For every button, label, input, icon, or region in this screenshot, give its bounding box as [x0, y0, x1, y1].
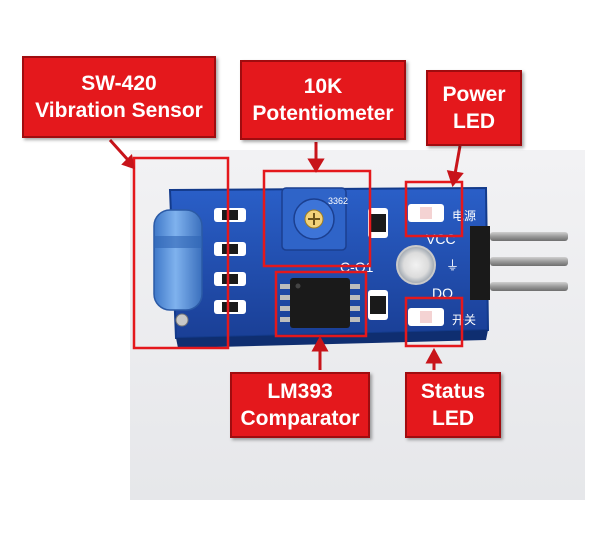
- power-led: [408, 204, 444, 222]
- callout-arrows: [108, 138, 464, 370]
- sw420-sensor: [153, 209, 203, 327]
- silk-vcc: VCC: [426, 231, 456, 247]
- box-status-led: [404, 296, 464, 348]
- label-sw420-line1: SW-420: [81, 72, 157, 95]
- label-sw420-line2: Vibration Sensor: [35, 99, 203, 122]
- label-10k-potentiometer: 10K Potentiometer: [240, 60, 406, 140]
- lm393-chip: [280, 278, 360, 328]
- pot-code: 3362: [328, 196, 348, 206]
- label-power-led: Power LED: [426, 70, 522, 146]
- label-10k-line2: Potentiometer: [252, 102, 394, 125]
- label-lm393-line1: LM393: [267, 380, 333, 403]
- resistor: [368, 208, 388, 320]
- arrow-power-led: [453, 145, 462, 175]
- label-power-line2: LED: [453, 110, 495, 133]
- box-sensor: [132, 156, 230, 350]
- silk-power-cn: 电源: [452, 209, 476, 223]
- label-status-led: Status LED: [405, 372, 501, 438]
- label-power-line1: Power: [442, 83, 506, 106]
- box-power-led: [404, 180, 464, 238]
- label-10k-line1: 10K: [303, 75, 343, 98]
- smd-components: [214, 208, 246, 314]
- box-comparator: [274, 270, 368, 338]
- potentiometer: 3362: [281, 187, 348, 251]
- arrow-sensor: [108, 138, 130, 162]
- highlight-boxes: [132, 156, 464, 350]
- silk-switch-cn: 开关: [452, 313, 476, 327]
- label-lm393-line2: Comparator: [240, 407, 360, 430]
- label-lm393-comparator: LM393 Comparator: [230, 372, 370, 438]
- label-status-line2: LED: [432, 407, 474, 430]
- status-led: [408, 308, 444, 326]
- label-status-line1: Status: [420, 380, 486, 403]
- silk-gnd: ⏚: [446, 258, 459, 273]
- mounting-hole: [396, 245, 436, 285]
- label-sw420-vibration-sensor: SW-420 Vibration Sensor: [22, 56, 216, 138]
- pin-header: [470, 226, 568, 300]
